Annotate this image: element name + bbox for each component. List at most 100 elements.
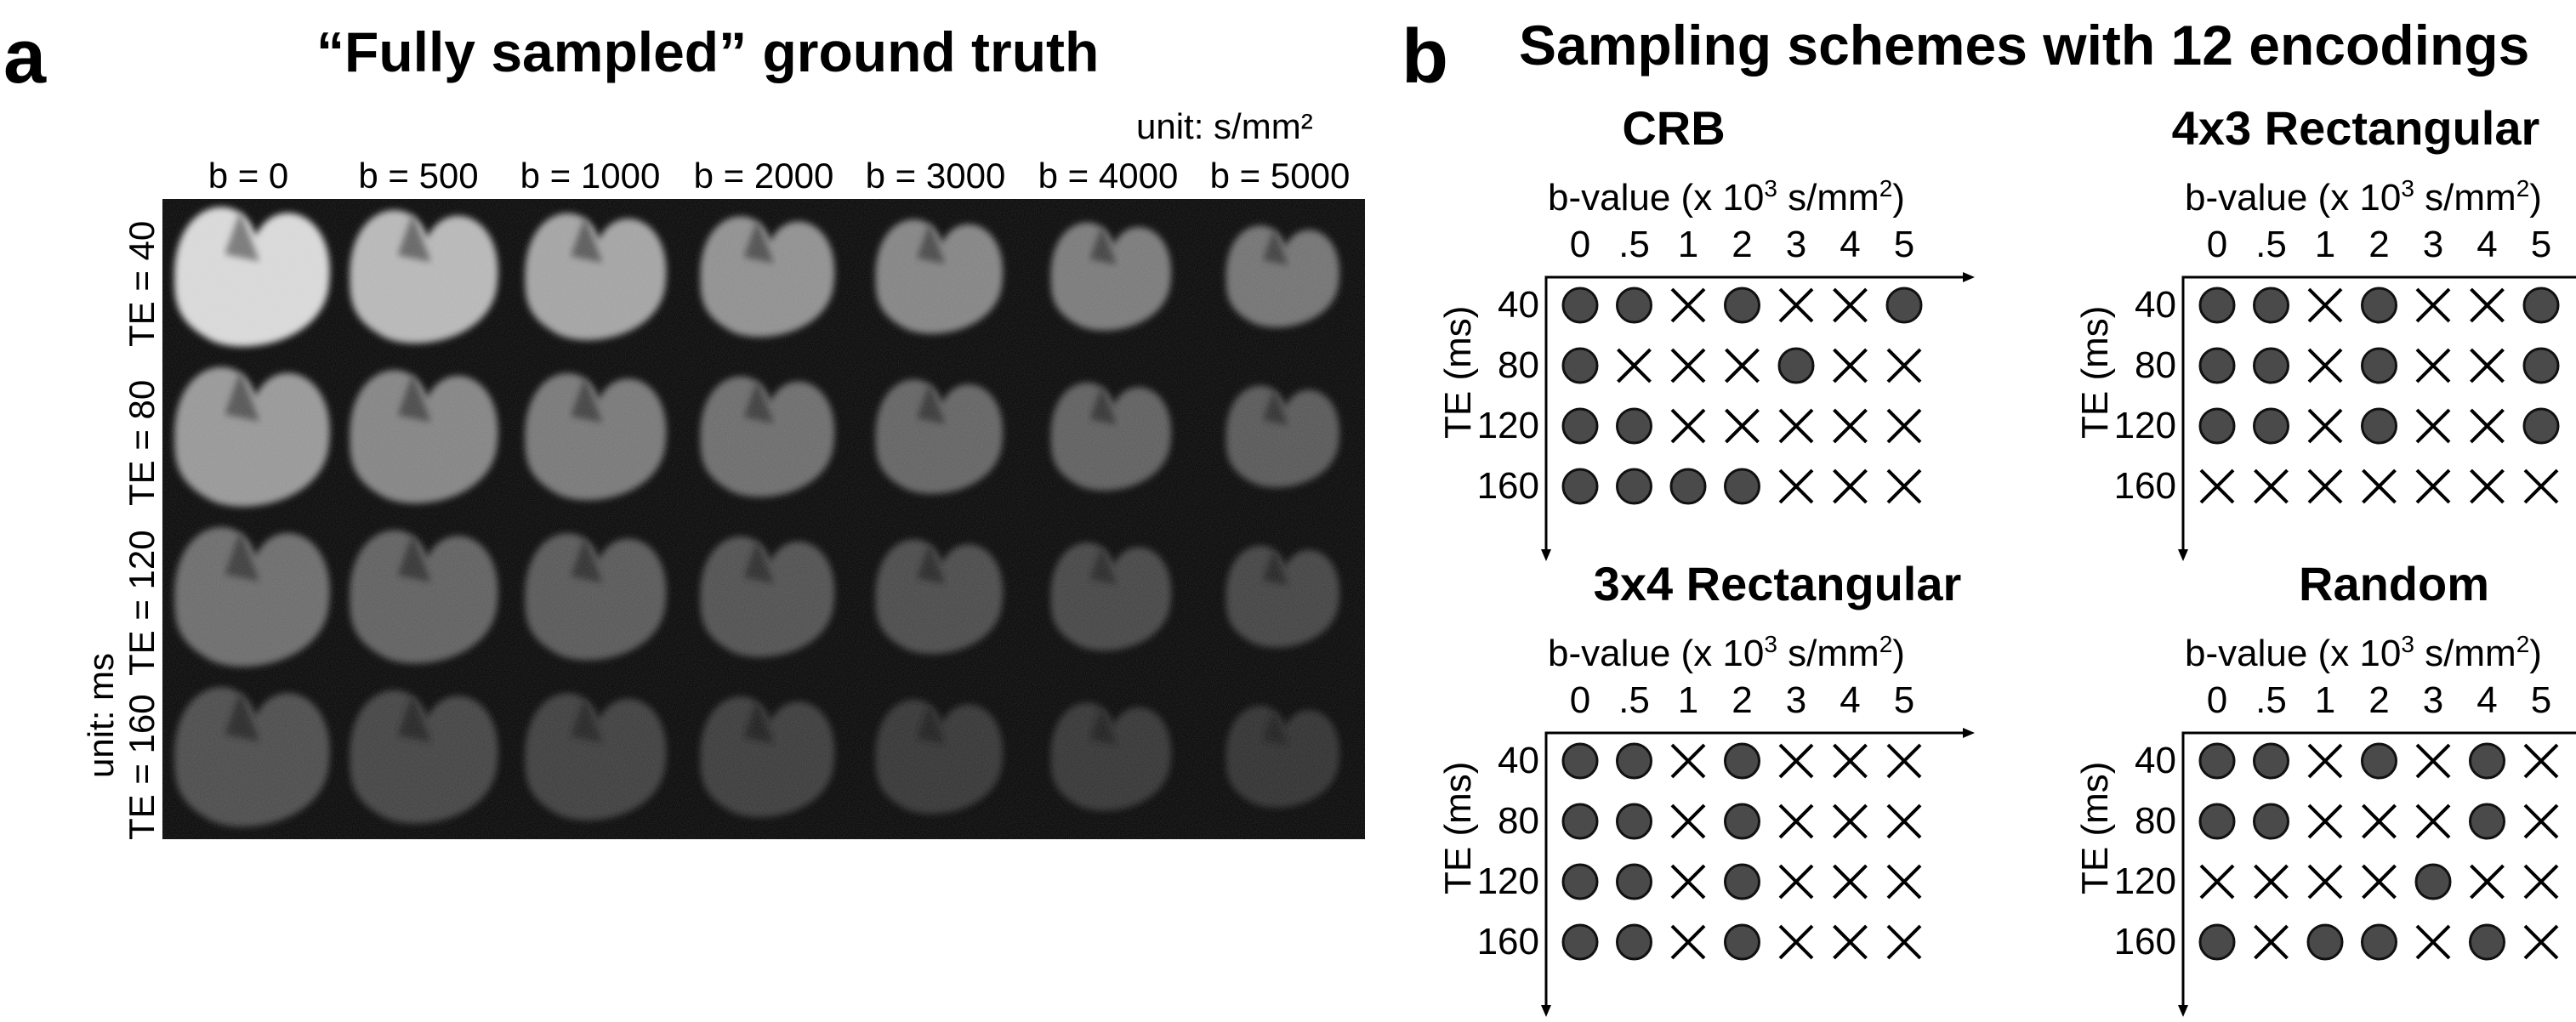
sampled-dot (1724, 742, 1760, 780)
y-tick-label: 160 (1476, 921, 1539, 962)
unsampled-cross (2199, 468, 2235, 504)
y-axis-label: TE (ms) (2074, 761, 2116, 894)
te-unit-label: unit: ms (81, 652, 121, 778)
sampled-dot (2253, 347, 2289, 384)
x-axis-label-part: b-value (x 10 (2185, 177, 2402, 219)
unsampled-cross (2470, 408, 2505, 444)
x-axis-label-part: 2 (2516, 631, 2530, 657)
y-tick-label: 80 (2135, 800, 2176, 842)
mri-image-grid (162, 199, 1365, 839)
axis-lines (2181, 731, 2576, 1005)
x-tick-label: 1 (1677, 679, 1699, 721)
sampled-dot (1616, 468, 1652, 505)
unsampled-cross (1833, 803, 1868, 839)
unsampled-cross (2523, 743, 2559, 779)
y-axis-label: TE (ms) (1437, 305, 1479, 439)
x-axis-label-part: 3 (1764, 631, 1777, 657)
unsampled-cross (2362, 468, 2397, 504)
sampled-dot (1561, 863, 1599, 900)
unsampled-cross (1833, 743, 1868, 779)
y-tick-label: 40 (1498, 284, 1539, 326)
y-tick-label: 80 (1498, 344, 1539, 386)
unsampled-cross (1833, 864, 1868, 900)
y-axis-arrow (2178, 549, 2188, 561)
unsampled-cross (1886, 924, 1922, 960)
x-axis-label-part: s/mm (2414, 177, 2516, 219)
sampled-dot (2198, 803, 2236, 840)
sampled-dot (1724, 923, 1760, 961)
sampled-dot (1561, 923, 1599, 961)
sampled-dot (2306, 923, 2344, 961)
y-axis-arrow (1541, 1005, 1551, 1017)
unsampled-cross (2254, 864, 2289, 900)
sampled-dot (2198, 407, 2236, 445)
unsampled-cross (1778, 743, 1814, 779)
unsampled-cross (2254, 468, 2289, 504)
y-tick-label: 80 (1498, 800, 1539, 842)
x-tick-label: 3 (1785, 224, 1807, 265)
y-tick-label: 120 (2113, 405, 2176, 446)
b-value-label: b = 5000 (1209, 156, 1351, 196)
x-axis-label-part: b-value (x 10 (1548, 633, 1765, 674)
x-tick-label: 5 (1893, 224, 1915, 265)
b-value-label: b = 3000 (865, 156, 1006, 196)
x-tick-label: 2 (2368, 224, 2390, 265)
unsampled-cross (1886, 743, 1922, 779)
axis-lines (1544, 731, 1963, 1005)
x-tick-label: .5 (2255, 224, 2287, 265)
sampled-dot (2198, 742, 2236, 780)
unsampled-cross (2415, 803, 2451, 839)
mri-svg (162, 199, 1365, 839)
unsampled-cross (2415, 924, 2451, 960)
unsampled-cross (1833, 348, 1868, 383)
sampled-dot (2361, 742, 2397, 780)
unsampled-cross (1833, 287, 1868, 323)
x-tick-label: .5 (2255, 679, 2287, 721)
x-tick-label: 0 (1569, 224, 1591, 265)
b-unit-label: unit: s/mm² (1136, 106, 1313, 146)
y-tick-label: 160 (2113, 465, 2176, 507)
unsampled-cross (1670, 348, 1706, 383)
x-axis-label-part: 3 (2401, 631, 2414, 657)
x-axis-label: b-value (x 103 s/mm2) (1548, 177, 1905, 217)
unsampled-cross (2470, 287, 2505, 323)
sampled-dot (2522, 347, 2560, 384)
x-tick-label: 5 (2530, 679, 2552, 721)
sampled-dot (1885, 287, 1923, 324)
unsampled-cross (2362, 803, 2397, 839)
y-axis-arrow (2178, 1005, 2188, 1017)
sampled-dot (2253, 803, 2289, 840)
unsampled-cross (2523, 864, 2559, 900)
sampled-dot (1616, 863, 1652, 900)
sampled-dot (2198, 923, 2236, 961)
sampled-dot (2414, 863, 2452, 900)
unsampled-cross (2470, 864, 2505, 900)
y-axis-label: TE (ms) (2074, 305, 2116, 439)
sampled-dot (1561, 407, 1599, 445)
panel-a-letter: a (3, 14, 47, 99)
sampled-dot (1561, 803, 1599, 840)
unsampled-cross (2254, 924, 2289, 960)
sampled-dot (1616, 742, 1652, 780)
scheme-title: 3x4 Rectangular (1593, 557, 1962, 610)
sampled-dot (1616, 287, 1652, 324)
x-axis-label-part: ) (2529, 633, 2542, 674)
unsampled-cross (1617, 348, 1652, 383)
unsampled-cross (1886, 408, 1922, 444)
sampled-dot (2253, 287, 2289, 324)
sampled-dot (1616, 407, 1652, 445)
unsampled-cross (1778, 287, 1814, 323)
unsampled-cross (2415, 408, 2451, 444)
unsampled-cross (1725, 408, 1760, 444)
b-value-label: b = 0 (208, 156, 289, 196)
unsampled-cross (1886, 468, 1922, 504)
axis-lines (1544, 275, 1963, 549)
x-axis-label-part: ) (1892, 177, 1905, 219)
sampled-dot (2522, 407, 2560, 445)
sampled-dot (2361, 347, 2397, 384)
x-tick-label: 5 (2530, 224, 2552, 265)
unsampled-cross (1670, 287, 1706, 323)
unsampled-cross (2523, 924, 2559, 960)
te-label: TE = 40 (122, 220, 162, 347)
y-tick-label: 120 (2113, 860, 2176, 902)
